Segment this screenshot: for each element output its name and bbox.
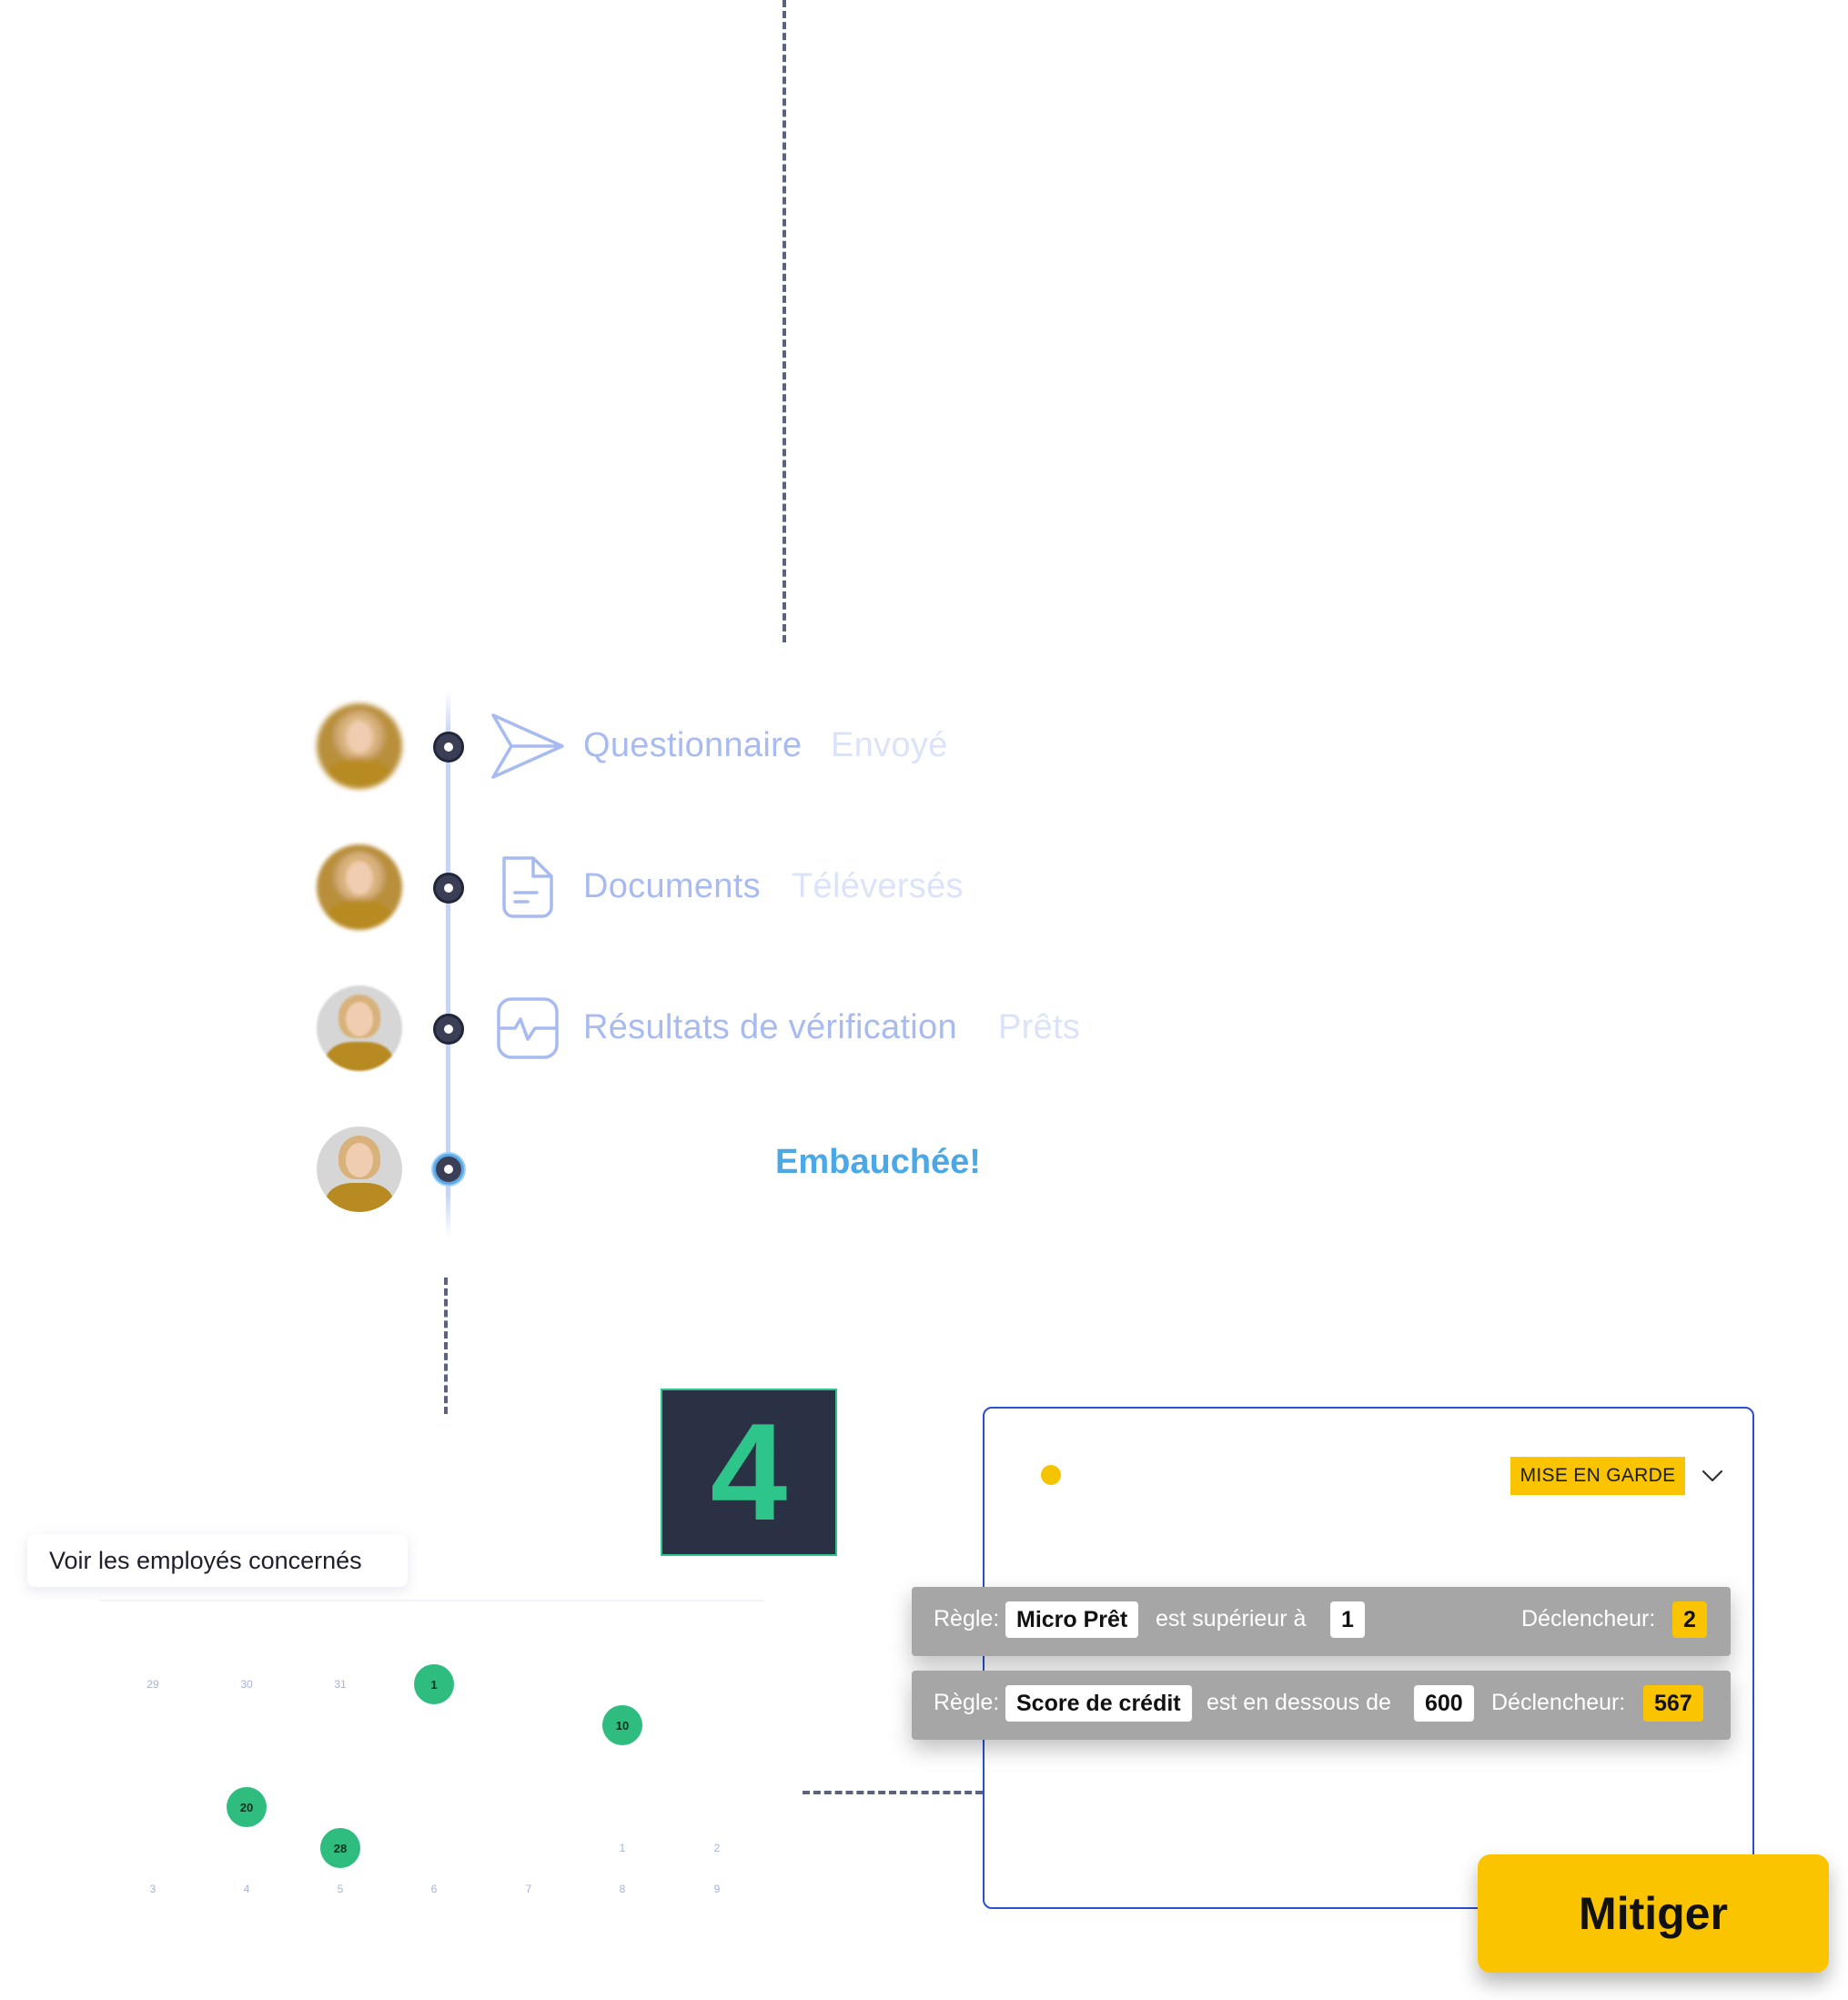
rule-value-chip: 1	[1330, 1601, 1365, 1638]
step-status: Téléversés	[792, 867, 964, 905]
warning-status-dot	[1041, 1465, 1061, 1485]
calendar-day[interactable]: 29	[146, 1678, 159, 1691]
rule-label: Règle:	[934, 1606, 1000, 1631]
avatar	[317, 1126, 402, 1212]
avatar	[317, 985, 402, 1071]
warning-badge: MISE EN GARDE	[1510, 1457, 1685, 1495]
calendar-day[interactable]: 31	[334, 1678, 347, 1691]
document-icon	[502, 856, 553, 918]
trigger-label: Déclencheur:	[1491, 1690, 1626, 1715]
chevron-down-icon[interactable]	[1700, 1463, 1725, 1489]
calendar-day-highlighted[interactable]: 10	[602, 1705, 642, 1745]
calendar-day-highlighted[interactable]: 28	[320, 1828, 360, 1868]
rule-name-chip: Micro Prêt	[1005, 1601, 1139, 1638]
rule-operator: est en dessous de	[1207, 1690, 1391, 1715]
rule-value-chip: 600	[1414, 1685, 1474, 1722]
calendar-day[interactable]: 4	[243, 1883, 250, 1895]
calendar-day[interactable]: 1	[619, 1842, 626, 1854]
timeline-line	[446, 692, 450, 1237]
calendar-day[interactable]: 6	[430, 1883, 438, 1895]
calendar-panel-connector	[803, 1791, 983, 1794]
timeline-node	[433, 873, 464, 904]
activity-icon	[497, 997, 559, 1059]
calendar-day[interactable]: 8	[619, 1883, 626, 1895]
rule-row: Règle: Score de crédit est en dessous de…	[912, 1671, 1731, 1740]
mitigate-button[interactable]: Mitiger	[1478, 1854, 1829, 1973]
avatar	[317, 844, 402, 930]
rule-operator: est supérieur à	[1156, 1606, 1307, 1631]
calendar-divider	[100, 1600, 764, 1601]
step-title: Documents	[583, 867, 761, 905]
send-icon	[491, 713, 564, 779]
timeline-node	[433, 1014, 464, 1045]
step-status: Envoyé	[831, 726, 948, 764]
calendar-day-highlighted[interactable]: 1	[414, 1664, 454, 1704]
calendar-day[interactable]: 7	[525, 1883, 532, 1895]
timeline-connector	[444, 1278, 448, 1414]
top-connector	[783, 0, 786, 642]
trigger-label: Déclencheur:	[1521, 1606, 1656, 1631]
step-number-tile: 4	[661, 1389, 837, 1556]
trigger-value-chip: 2	[1672, 1601, 1707, 1638]
rule-row: Règle: Micro Prêt est supérieur à 1 Décl…	[912, 1587, 1731, 1656]
calendar-day[interactable]: 30	[240, 1678, 253, 1691]
hired-label: Embauchée!	[775, 1143, 981, 1181]
rule-label: Règle:	[934, 1690, 1000, 1715]
step-status: Prêts	[998, 1008, 1081, 1046]
trigger-value-chip: 567	[1643, 1685, 1703, 1722]
calendar-day[interactable]: 3	[149, 1883, 157, 1895]
calendar-day[interactable]: 5	[337, 1883, 344, 1895]
calendar-day[interactable]: 9	[713, 1883, 721, 1895]
step-title: Questionnaire	[583, 726, 803, 764]
step-number: 4	[710, 1395, 788, 1550]
calendar-day-highlighted[interactable]: 20	[227, 1787, 267, 1827]
timeline-node-active	[433, 1154, 464, 1185]
step-title: Résultats de vérification	[583, 1008, 957, 1046]
rule-name-chip: Score de crédit	[1005, 1685, 1192, 1722]
view-employees-button[interactable]: Voir les employés concernés	[27, 1534, 408, 1587]
timeline-node	[433, 732, 464, 763]
avatar	[317, 703, 402, 789]
calendar-day[interactable]: 2	[713, 1842, 721, 1854]
